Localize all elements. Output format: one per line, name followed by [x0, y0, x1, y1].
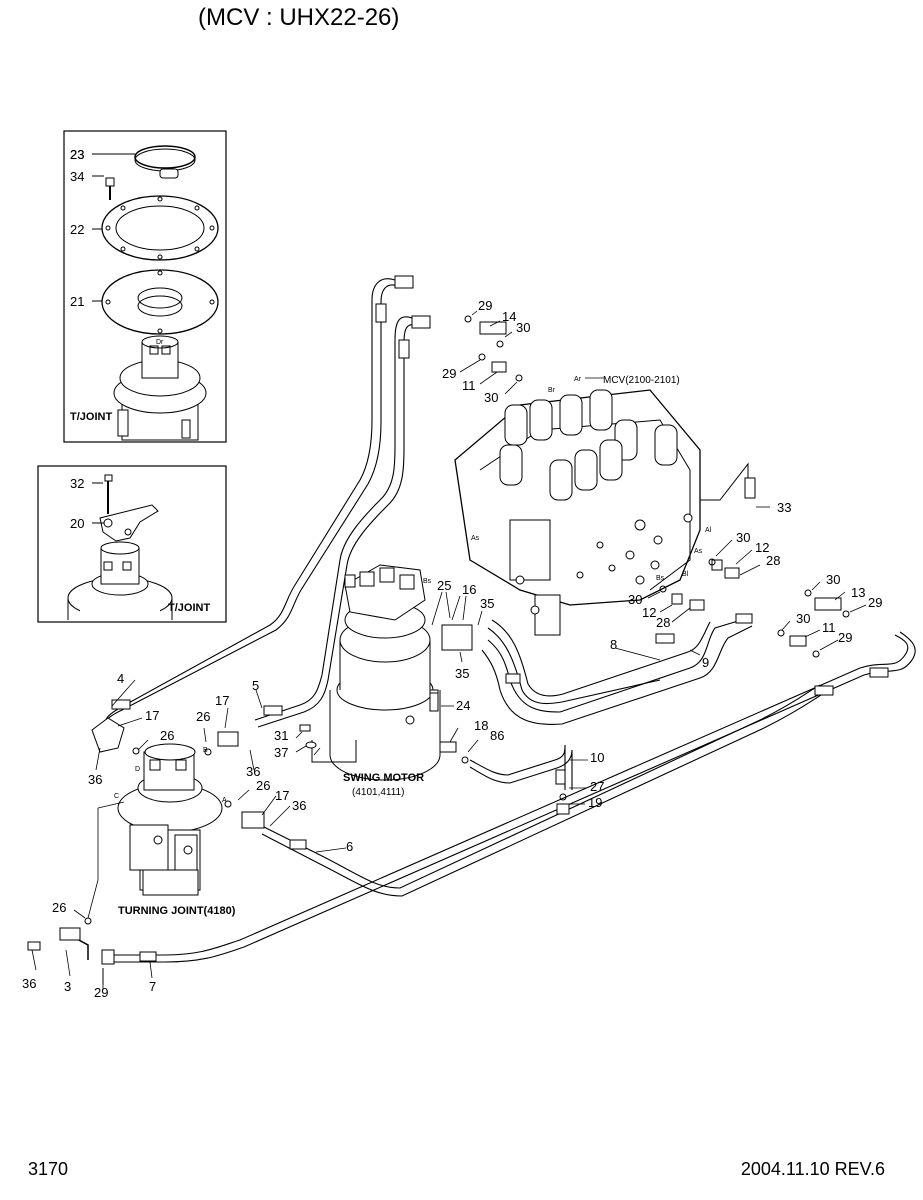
callout-30c: 30	[736, 530, 750, 545]
swing-motor-label: SWING MOTOR	[343, 772, 424, 784]
callout-30e: 30	[628, 592, 642, 607]
port-as: As	[471, 535, 480, 542]
callout-21: 21	[70, 294, 84, 309]
leader-lines	[31, 310, 867, 990]
hose-fittings	[101, 275, 889, 965]
date-revision: 2004.11.10 REV.6	[740, 1159, 885, 1179]
callout-17a: 17	[145, 708, 159, 723]
joint-port-code: Dr	[156, 339, 164, 346]
callout-29d: 29	[838, 630, 852, 645]
callout-34: 34	[70, 169, 84, 184]
port-b: B	[203, 747, 208, 754]
callout-30a: 30	[516, 320, 530, 335]
callout-26b: 26	[196, 709, 210, 724]
port-d: D	[135, 766, 140, 773]
callout-26a: 26	[160, 728, 174, 743]
callout-30d: 30	[826, 572, 840, 587]
callout-13: 13	[851, 585, 865, 600]
callout-86: 86	[490, 728, 504, 743]
callout-30b: 30	[484, 390, 498, 405]
callout-23: 23	[70, 147, 84, 162]
callout-6: 6	[346, 839, 353, 854]
callout-12b: 12	[642, 605, 656, 620]
page-number: 3170	[28, 1159, 69, 1179]
callout-18: 18	[474, 718, 488, 733]
turning-joint	[117, 743, 223, 896]
callout-31: 31	[274, 728, 288, 743]
callout-36c: 36	[292, 798, 306, 813]
callout-26c: 26	[256, 778, 270, 793]
callout-24: 24	[456, 698, 470, 713]
callout-37: 37	[274, 745, 288, 760]
turning-joint-label: TURNING JOINT(4180)	[118, 905, 236, 917]
callout-36b: 36	[246, 764, 260, 779]
callout-10: 10	[590, 750, 604, 765]
port-as2: As	[694, 548, 703, 555]
fittings	[27, 315, 850, 985]
callout-22: 22	[70, 222, 84, 237]
callout-35a: 35	[480, 596, 494, 611]
callout-9: 9	[702, 655, 709, 670]
callout-3: 3	[64, 979, 71, 994]
callout-30f: 30	[796, 611, 810, 626]
callout-12a: 12	[755, 540, 769, 555]
top-inset: Dr T/JOINT 23	[63, 130, 227, 443]
callout-36d: 36	[22, 976, 36, 991]
swing-motor	[329, 564, 441, 781]
port-ar: Ar	[574, 376, 582, 383]
callout-11a: 11	[462, 378, 476, 393]
swing-motor-bracket	[311, 740, 357, 763]
callout-35b: 35	[455, 666, 469, 681]
bottom-inset-label: T/JOINT	[168, 602, 210, 614]
callout-19: 19	[588, 795, 602, 810]
swing-motor-codes: (4101,4111)	[352, 787, 404, 798]
callout-23: 23	[70, 147, 84, 162]
component-labels: MCV(2100-2101) SWING MOTOR (4101,4111) T…	[118, 375, 680, 917]
callout-5: 5	[252, 678, 259, 693]
callout-29e: 29	[94, 985, 108, 1000]
bottom-inset: T/JOINT	[37, 465, 227, 623]
callout-20: 20	[70, 516, 84, 531]
callout-7: 7	[149, 979, 156, 994]
port-labels: Ar Br As As Bs Al Bl Bs A B C D	[114, 376, 712, 804]
callout-16: 16	[462, 582, 476, 597]
callout-32: 32	[70, 476, 84, 491]
callout-26d: 26	[52, 900, 66, 915]
port-bs: Bs	[423, 578, 432, 585]
mcv-assembly	[454, 389, 756, 636]
page-title: (MCV : UHX22-26)	[198, 4, 400, 31]
port-bs-mcv: Bs	[656, 575, 665, 582]
callout-8: 8	[610, 637, 617, 652]
callout-numbers: 23 34 22 21 32 20 29 14 30 29 11 30 33 3…	[22, 147, 882, 1000]
callout-29a: 29	[478, 298, 492, 313]
port-bl: Bl	[682, 571, 689, 578]
callout-17b: 17	[215, 693, 229, 708]
callout-25: 25	[437, 578, 451, 593]
mcv-label: MCV(2100-2101)	[603, 375, 680, 386]
callout-4: 4	[117, 671, 124, 686]
callout-36a: 36	[88, 772, 102, 787]
callout-11b: 11	[822, 620, 836, 635]
callout-17c: 17	[275, 788, 289, 803]
callout-29b: 29	[442, 366, 456, 381]
port-al: Al	[705, 527, 712, 534]
pipes	[63, 278, 916, 963]
callout-33: 33	[777, 500, 791, 515]
port-a: A	[222, 797, 227, 804]
callout-28b: 28	[656, 615, 670, 630]
port-br: Br	[548, 387, 556, 394]
port-c: C	[114, 793, 119, 800]
callout-29c: 29	[868, 595, 882, 610]
callout-14: 14	[502, 309, 516, 324]
top-inset-label: T/JOINT	[70, 411, 112, 423]
callout-28a: 28	[766, 553, 780, 568]
callout-27: 27	[590, 779, 604, 794]
